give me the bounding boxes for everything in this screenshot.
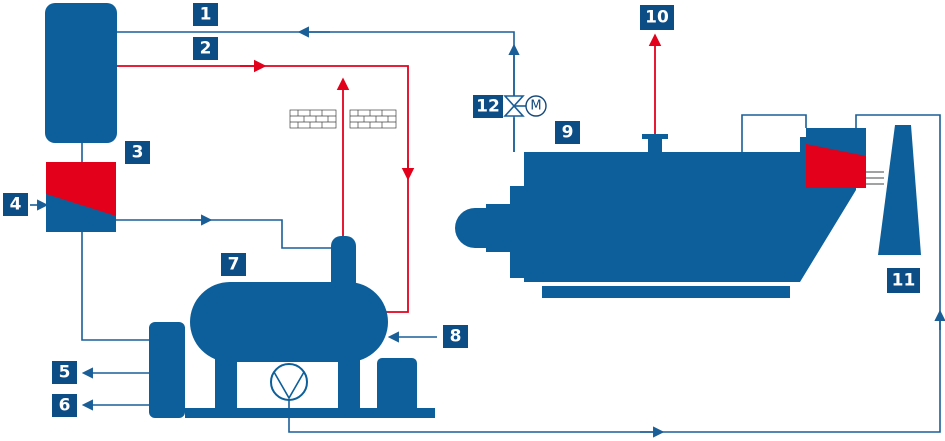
heat-exchanger xyxy=(46,162,116,232)
return-line-1 xyxy=(116,31,515,152)
steam-boiler xyxy=(455,134,856,298)
badge-11: 11 xyxy=(887,268,920,293)
flue-return-line xyxy=(288,114,941,433)
badge-3: 3 xyxy=(125,141,150,164)
chimney xyxy=(878,125,921,255)
badge-6-label: 6 xyxy=(59,396,71,416)
steam-line-2 xyxy=(116,65,409,313)
badge-7: 7 xyxy=(221,253,246,276)
exchanger-to-tank xyxy=(81,232,150,341)
badge-4-label: 4 xyxy=(10,195,22,215)
badge-11-label: 11 xyxy=(892,271,916,291)
economizer-loop xyxy=(741,114,807,152)
burner xyxy=(455,208,490,248)
condensate-tank xyxy=(377,358,417,418)
badge-6: 6 xyxy=(52,394,77,417)
badge-9: 9 xyxy=(555,121,580,144)
badge-7-label: 7 xyxy=(228,255,240,275)
badge-12-label: 12 xyxy=(476,97,500,117)
storage-tank xyxy=(45,3,117,143)
exchanger-to-deaerator xyxy=(116,219,340,249)
water-pipes xyxy=(30,26,945,438)
badge-10: 10 xyxy=(640,5,674,30)
badge-5: 5 xyxy=(52,361,77,384)
badge-8-label: 8 xyxy=(450,327,462,347)
badge-4: 4 xyxy=(3,193,28,216)
badge-5-label: 5 xyxy=(59,363,71,383)
motor-label: M xyxy=(530,99,541,114)
feed-water-tank xyxy=(149,322,185,418)
badge-8: 8 xyxy=(443,325,468,348)
badge-9-label: 9 xyxy=(562,123,574,143)
badge-2-label: 2 xyxy=(200,39,212,59)
motor-icon: M xyxy=(525,95,547,117)
pump-icon xyxy=(270,363,308,401)
badge-1-label: 1 xyxy=(200,5,212,25)
economizer xyxy=(806,128,884,188)
valve-icon xyxy=(503,60,526,117)
badge-12: 12 xyxy=(473,95,503,118)
badge-1: 1 xyxy=(193,3,218,26)
badge-10-label: 10 xyxy=(645,8,669,28)
badge-3-label: 3 xyxy=(132,143,144,163)
steam-pipes xyxy=(116,33,662,313)
brick-wall-icon xyxy=(289,109,397,129)
badge-2: 2 xyxy=(193,37,218,60)
deaerator-tank xyxy=(185,236,435,418)
